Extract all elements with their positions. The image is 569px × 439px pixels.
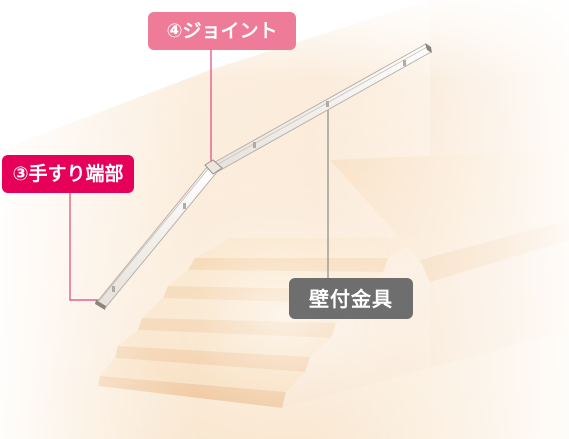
wall-bracket (112, 60, 406, 292)
handrail-end-cap (95, 300, 106, 310)
handrail-top-cap (425, 43, 432, 53)
joint-label: ④ジョイント (148, 12, 296, 50)
handrail-joint (204, 159, 223, 175)
leader-lines (69, 40, 329, 301)
wall-bracket-label: 壁付金具 (289, 278, 413, 319)
handrail-end-label: ③手すり端部 (2, 155, 134, 193)
end-leader-line (69, 175, 100, 301)
handrail (95, 43, 432, 310)
